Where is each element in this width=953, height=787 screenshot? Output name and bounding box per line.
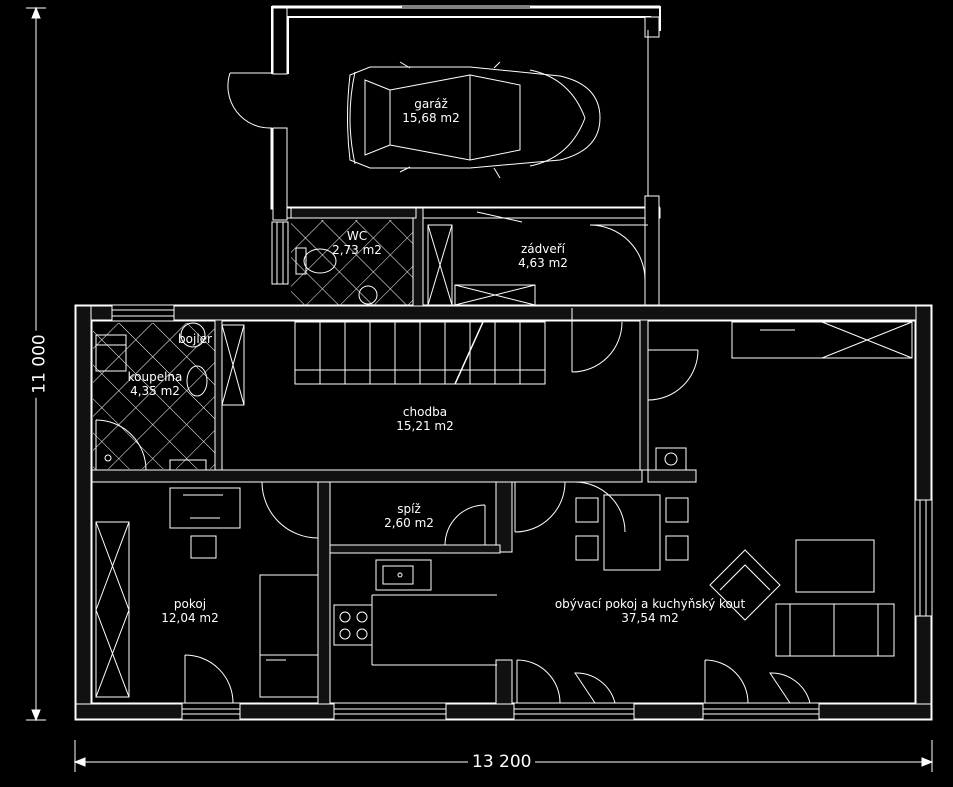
furniture [95, 224, 913, 698]
room-name: chodba [402, 405, 448, 419]
room-label-chodba: chodba 15,21 m2 [396, 405, 454, 433]
room-area: 12,04 m2 [161, 611, 219, 625]
room-area: 37,54 m2 [621, 611, 679, 625]
room-name: bojler [178, 332, 212, 346]
room-name: zádveří [520, 242, 566, 256]
windows [111, 221, 933, 721]
doors [184, 30, 811, 704]
room-label-spiz: spíž 2,60 m2 [384, 502, 434, 530]
room-name: koupelna [127, 370, 183, 384]
room-name: WC [346, 229, 368, 243]
car [347, 61, 601, 179]
wc-tiles [291, 220, 416, 306]
room-area: 4,63 m2 [518, 256, 568, 270]
dimension-height: 11 000 [30, 330, 50, 398]
room-label-zadveri: zádveří 4,63 m2 [518, 242, 568, 270]
dimension-width: 13 200 [468, 753, 536, 771]
room-name: pokoj [173, 597, 207, 611]
room-label-koupelna: koupelna 4,35 m2 [128, 370, 183, 398]
room-area: 15,68 m2 [402, 111, 460, 125]
room-area: 2,60 m2 [384, 516, 434, 530]
room-name: obývací pokoj a kuchyňský kout [554, 597, 746, 611]
room-label-bojler: bojler [178, 332, 212, 346]
room-label-wc: WC 2,73 m2 [332, 229, 382, 257]
room-area: 4,35 m2 [130, 384, 180, 398]
room-area: 2,73 m2 [332, 243, 382, 257]
room-label-garaz: garáž 15,68 m2 [402, 97, 460, 125]
room-name: spíž [397, 502, 421, 516]
room-area: 15,21 m2 [396, 419, 454, 433]
room-label-pokoj: pokoj 12,04 m2 [161, 597, 219, 625]
room-name: garáž [414, 97, 448, 111]
room-label-obyvaci: obývací pokoj a kuchyňský kout 37,54 m2 [555, 597, 745, 625]
